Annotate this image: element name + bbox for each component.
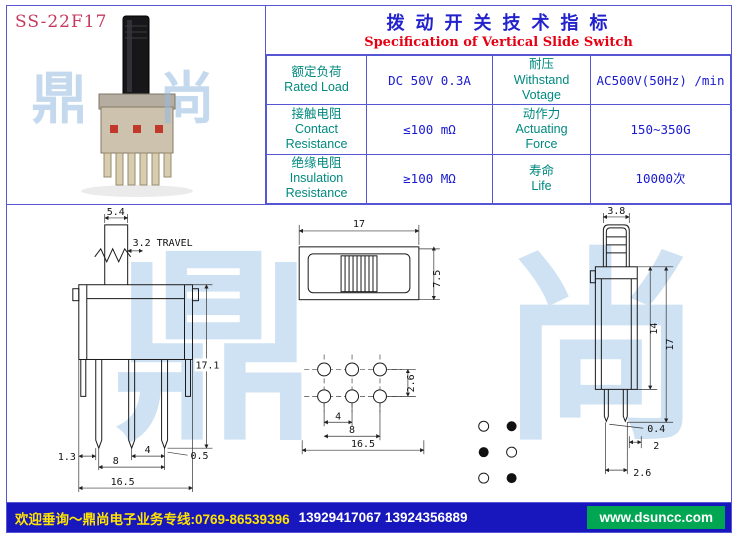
top-section: SS-22F17 bbox=[7, 6, 731, 205]
label-line: Withstand bbox=[513, 72, 570, 87]
spec-table: 额定负荷 Rated Load DC 50V 0.3A 耐压 Withstand… bbox=[266, 54, 731, 205]
side-view bbox=[589, 224, 638, 423]
spec-label-contact-resistance: 接触电阻 Contact Resistance bbox=[266, 104, 367, 155]
top-view bbox=[298, 246, 420, 301]
product-photo bbox=[81, 15, 193, 197]
dim-front-overall: 16.5 bbox=[111, 477, 135, 488]
technical-drawing-area: 鼎 尚 bbox=[7, 205, 731, 503]
label-line: 绝缘电阻 bbox=[291, 155, 342, 170]
photo-knob bbox=[122, 15, 150, 99]
table-row: 绝缘电阻 Insulation Resistance ≥100 MΩ 寿命 Li… bbox=[266, 153, 731, 205]
dimension-texts: 5.4 3.2 TRAVEL 17.1 1.3 4 8 0.5 16.5 17 … bbox=[58, 206, 676, 488]
dimension-lines bbox=[78, 212, 674, 493]
label-line: Resistance bbox=[285, 186, 348, 201]
document-frame: SS-22F17 bbox=[6, 5, 732, 533]
photo-pins bbox=[103, 152, 172, 186]
footer-hotline-text: 欢迎垂询～鼎尚电子业务专线:0769-86539396 bbox=[15, 511, 290, 527]
label-line: Rated Load bbox=[284, 80, 349, 95]
dim-knob-width: 3.8 bbox=[607, 206, 625, 217]
label-line: Life bbox=[531, 178, 552, 193]
title-block: 拨 动 开 关 技 术 指 标 Specification of Vertica… bbox=[266, 6, 731, 55]
spec-value-actuating-force: 150~350G bbox=[590, 104, 731, 155]
dim-front-pin-pitch: 4 bbox=[145, 445, 151, 456]
label-line: Force bbox=[525, 137, 558, 152]
dim-front-height: 17.1 bbox=[195, 360, 219, 371]
front-view bbox=[72, 224, 199, 450]
dimension-drawings: 5.4 3.2 TRAVEL 17.1 1.3 4 8 0.5 16.5 17 … bbox=[58, 206, 676, 493]
dim-side-pin-spacing: 2.6 bbox=[633, 468, 651, 479]
dim-layout-span: 8 bbox=[349, 425, 355, 436]
dim-side-overall-height: 17 bbox=[665, 339, 676, 351]
label-line: Resistance bbox=[285, 137, 348, 152]
table-row: 接触电阻 Contact Resistance ≤100 mΩ 动作力 Actu… bbox=[266, 104, 731, 155]
label-line: Insulation bbox=[289, 171, 344, 186]
page-title-cn: 拨 动 开 关 技 术 指 标 bbox=[386, 13, 611, 33]
label-line: 接触电阻 bbox=[291, 106, 342, 121]
label-line: Votage bbox=[522, 87, 561, 102]
label-line: 额定负荷 bbox=[291, 64, 342, 79]
spec-value-rated-load: DC 50V 0.3A bbox=[366, 54, 493, 106]
contact-footer: 欢迎垂询～鼎尚电子业务专线:0769-86539396 13929417067 … bbox=[7, 503, 731, 532]
label-line: Actuating bbox=[515, 121, 568, 136]
dim-side-pin-length: 2 bbox=[653, 441, 659, 452]
product-photo-cell: SS-22F17 bbox=[7, 6, 266, 204]
spec-label-life: 寿命 Life bbox=[492, 153, 591, 205]
spec-value-insulation-resistance: ≥100 MΩ bbox=[366, 153, 493, 205]
dim-row-pitch: 2.6 bbox=[406, 374, 417, 392]
dim-shaft-width: 5.4 bbox=[107, 207, 125, 218]
label-line: 耐压 bbox=[528, 57, 554, 72]
dim-top-height: 7.5 bbox=[432, 270, 443, 288]
spec-label-rated-load: 额定负荷 Rated Load bbox=[266, 54, 367, 106]
pcb-footprint bbox=[478, 420, 518, 484]
dim-pin-thickness: 0.4 bbox=[647, 424, 665, 435]
pin-layout bbox=[304, 354, 402, 413]
label-line: 动作力 bbox=[522, 106, 561, 121]
spec-value-withstand-voltage: AC500V(50Hz) /min bbox=[590, 54, 731, 106]
label-line: Contact bbox=[294, 121, 339, 136]
page-title-en: Specification of Vertical Slide Switch bbox=[364, 35, 633, 50]
dim-front-pin-span: 8 bbox=[113, 456, 119, 467]
dim-side-body-height: 14 bbox=[649, 323, 660, 335]
spec-value-contact-resistance: ≤100 mΩ bbox=[366, 104, 493, 155]
model-number: SS-22F17 bbox=[15, 12, 108, 32]
dim-top-width: 17 bbox=[353, 219, 365, 230]
spec-label-withstand-voltage: 耐压 Withstand Votage bbox=[492, 54, 591, 106]
dim-pin-width: 0.5 bbox=[190, 451, 208, 462]
dim-layout-pitch: 4 bbox=[335, 411, 341, 422]
footer-website-badge[interactable]: www.dsuncc.com bbox=[587, 506, 725, 529]
spec-cell: 拨 动 开 关 技 术 指 标 Specification of Vertica… bbox=[266, 6, 731, 205]
dim-pin-offset: 1.3 bbox=[58, 452, 76, 463]
spec-label-insulation-resistance: 绝缘电阻 Insulation Resistance bbox=[266, 153, 367, 205]
dim-travel: 3.2 TRAVEL bbox=[133, 238, 193, 249]
spec-value-life: 10000次 bbox=[590, 153, 731, 205]
footer-phone-numbers: 13929417067 13924356889 bbox=[298, 510, 468, 525]
spec-label-actuating-force: 动作力 Actuating Force bbox=[492, 104, 591, 155]
label-line: 寿命 bbox=[528, 163, 554, 178]
table-row: 额定负荷 Rated Load DC 50V 0.3A 耐压 Withstand… bbox=[266, 54, 731, 106]
dim-layout-overall: 16.5 bbox=[351, 439, 375, 450]
